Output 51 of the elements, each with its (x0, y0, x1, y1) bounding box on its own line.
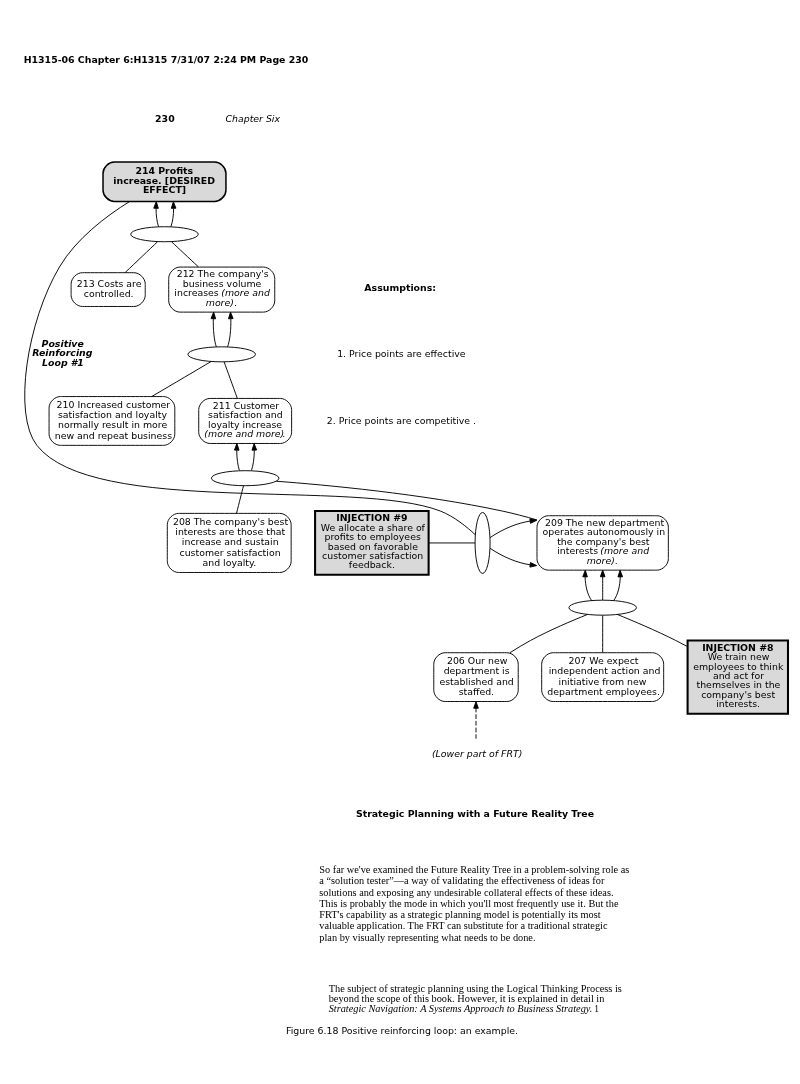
label: Chapter Six (225, 112, 281, 124)
connector (151, 361, 212, 397)
arrow (170, 201, 177, 228)
label: Strategic Planning with a Future Reality Tree (355, 807, 595, 819)
label: 230 (155, 112, 175, 124)
node-box: 209 The new department operates autonomously in the company's best interests (more and more). (536, 515, 669, 571)
arrow (489, 518, 538, 539)
connector (602, 615, 604, 653)
label: The subject of strategic planning using the Logical Thinking Process is beyond the scope of this book. However, it is explained in detail in Strategic Navigation: A Systems Approach to Business Strategy.1 (328, 982, 622, 1015)
connector (617, 614, 688, 647)
node-ellipse (187, 346, 256, 363)
node-box: 206 Our new department is established and staffed. (433, 652, 519, 702)
node-ellipse (210, 470, 280, 487)
node-box: INJECTION #8 We train new employees to think and act for themselves in the company's best interests. (686, 639, 789, 715)
arrow (473, 701, 479, 740)
arrow (599, 569, 606, 601)
edge-label: Positive Reinforcing Loop #1 (32, 337, 93, 368)
arrow (613, 569, 623, 601)
arrow (489, 547, 538, 568)
arrow (250, 443, 258, 471)
node-ellipse (568, 599, 637, 616)
node-ellipse (474, 511, 491, 574)
connector (275, 480, 538, 521)
connector (223, 361, 238, 399)
connector (124, 241, 159, 274)
connector (171, 241, 199, 268)
arrow (582, 569, 593, 601)
label: 2. Price points are competitive . (326, 414, 477, 426)
caption: Figure 6.18 Positive reinforcing loop: an example. (285, 1024, 519, 1036)
label: 1. Price points are effective (337, 348, 466, 360)
arrow (153, 201, 160, 228)
label: Assumptions: (364, 282, 437, 294)
node-box: INJECTION #9 We allocate a share of profits to employees based on favorable customer satisfaction feedback. (314, 510, 430, 576)
connector (509, 614, 588, 654)
node-box: 213 Costs are controlled. (70, 272, 146, 307)
arrow (227, 311, 234, 348)
node-text: (Lower part of FRT) (431, 748, 523, 760)
connector (24, 201, 476, 536)
arrow (210, 311, 217, 348)
node-box: 210 Increased customer satisfaction and loyalty normally result in more new and repeat business (48, 396, 176, 446)
label: H1315-06 Chapter 6:H1315 7/31/07 2:24 PM Page 230 (23, 53, 309, 65)
node-box: 211 Customer satisfaction and loyalty increase (more and more). (198, 397, 293, 444)
node-box: 214 Profits increase. [DESIRED EFFECT] (102, 161, 227, 203)
node-ellipse (130, 226, 199, 243)
node-box: 207 We expect independent action and initiative from new department employees. (541, 652, 665, 702)
connector (428, 542, 476, 544)
connector (236, 485, 244, 514)
node-box: 212 The company's business volume increases (more and more). (168, 266, 276, 313)
arrow (233, 443, 240, 471)
node-box: 208 The company's best interests are those that increase and sustain customer satisfaction and loyalty. (166, 512, 292, 573)
label: So far we've examined the Future Reality Tree in a problem-solving role as a “solution tester”—a way of validating the effectiveness of ideas for solutions and exposing any undesirable collateral effects of these ideas. This is probably the mode in which you'll most frequently use it. But the FRT's capability as a strategic planning model is potentially its most valuable application. The FRT can substitute for a traditional strategic plan by visually representing what needs to be done. (319, 864, 630, 943)
